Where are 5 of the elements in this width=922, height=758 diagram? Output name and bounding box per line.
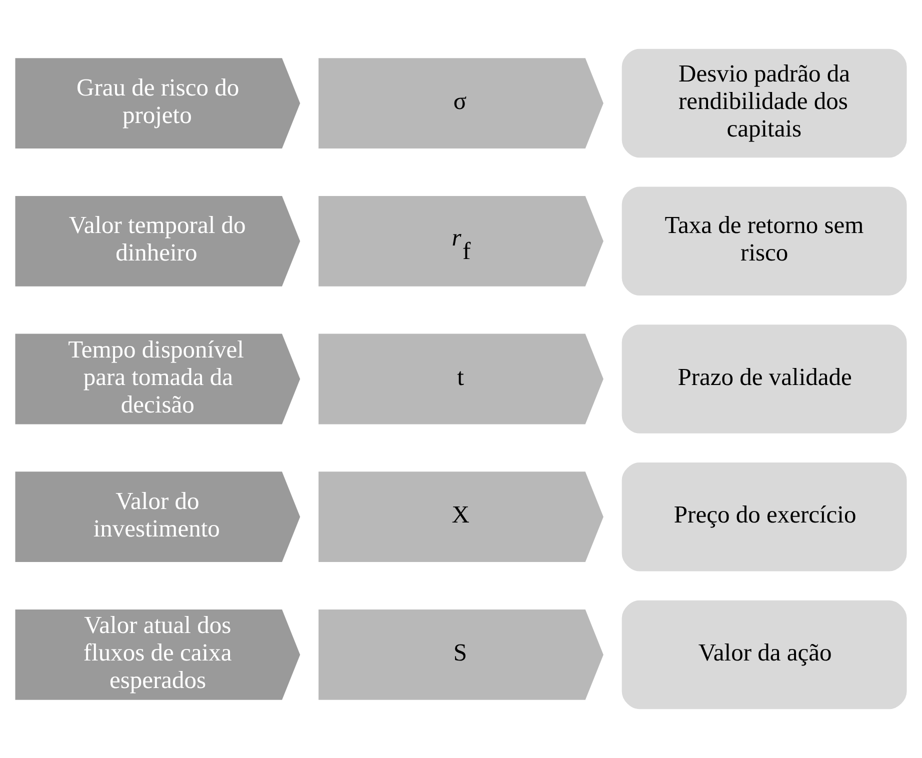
- node-box: Prazo de validade: [620, 323, 908, 435]
- node-box: Desvio padrão da rendibilidade dos capitais: [620, 47, 908, 160]
- node-box: Valor da ação: [620, 598, 908, 711]
- node-box: Taxa de retorno sem risco: [620, 185, 908, 298]
- node-box: Preço do exercício: [620, 460, 908, 573]
